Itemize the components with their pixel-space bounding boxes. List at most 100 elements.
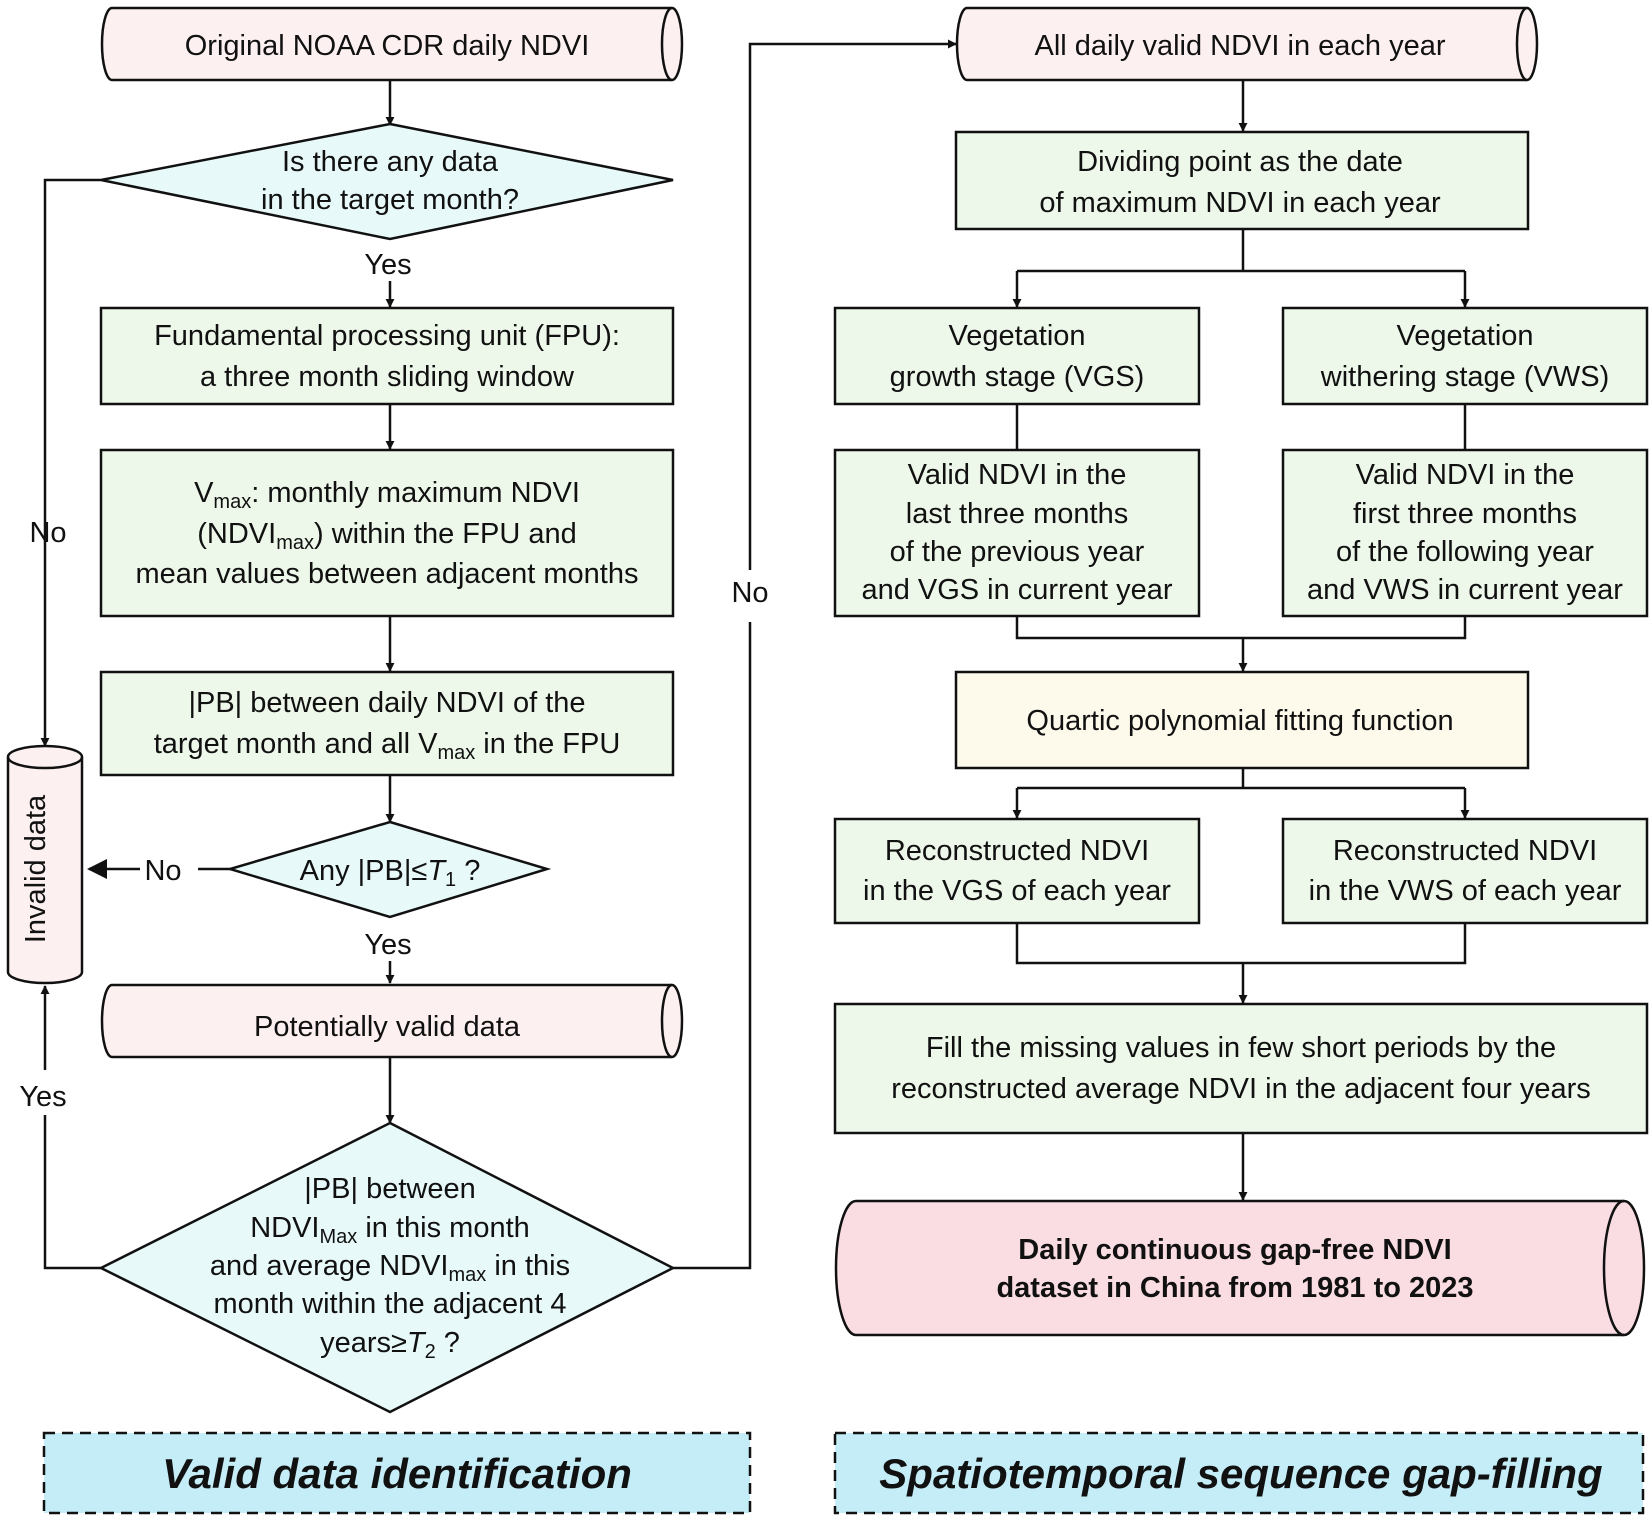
- yes-label-q3: Yes: [19, 1081, 66, 1113]
- left-section-title: Valid data identification: [162, 1450, 632, 1497]
- fill-missing-line2: reconstructed average NDVI in the adjace…: [891, 1073, 1591, 1105]
- vgs-valid-line2: last three months: [906, 498, 1128, 530]
- vmax-box: Vmax: monthly maximum NDVI (NDVImax) wit…: [99, 448, 675, 618]
- vgs-valid-line3: of the previous year: [890, 536, 1145, 568]
- fpu-box-shape: [99, 306, 675, 406]
- vmax-line2: (NDVImax) within the FPU and: [197, 518, 576, 554]
- decision-data-in-target-month: Is there any data in the target month?: [100, 122, 674, 241]
- final-dataset-line2: dataset in China from 1981 to 2023: [996, 1272, 1473, 1304]
- dividing-point-line1: Dividing point as the date: [1077, 146, 1403, 178]
- decision-pb-average-line4: month within the adjacent 4: [213, 1288, 566, 1320]
- pb-box-shape: [99, 670, 675, 777]
- decision-any-pb: Any |PB|≤T1 ?: [225, 820, 552, 919]
- invalid-data-cylinder-rim: [6, 756, 84, 770]
- line-q3-yes-a: [43, 1115, 101, 1270]
- decision-pb-average-line1: |PB| between: [304, 1173, 475, 1205]
- vws-line2: withering stage (VWS): [1320, 361, 1610, 393]
- reconstructed-vws-box: Reconstructed NDVI in the VWS of each ye…: [1281, 817, 1649, 925]
- fill-missing-box-shape: [833, 1002, 1649, 1135]
- reconstructed-vws-box-shape: [1281, 817, 1649, 925]
- reconstructed-vgs-line2: in the VGS of each year: [863, 875, 1171, 907]
- arrow-q3-no-to-all-daily: [748, 39, 957, 570]
- pb-line2: target month and all Vmax in the FPU: [154, 728, 621, 764]
- left-section-banner-shape: [42, 1431, 752, 1515]
- vmax-line1: Vmax: monthly maximum NDVI: [194, 477, 580, 513]
- pb-box: |PB| between daily NDVI of the target mo…: [99, 670, 675, 777]
- reconstructed-vws-line2: in the VWS of each year: [1309, 875, 1622, 907]
- reconstructed-vws-line1: Reconstructed NDVI: [1333, 835, 1597, 867]
- all-daily-cylinder: All daily valid NDVI in each year: [955, 6, 1539, 82]
- invalid-data-cylinder: Invalid data: [6, 744, 84, 985]
- decision-pb-average-line5: years≥T2 ?: [320, 1327, 460, 1363]
- vgs-valid-box-shape: [833, 448, 1201, 618]
- yes-label-q1: Yes: [364, 249, 411, 281]
- fill-missing-line1: Fill the missing values in few short per…: [926, 1032, 1556, 1064]
- vws-box-shape: [1281, 306, 1649, 406]
- vmax-box-shape: [99, 448, 675, 618]
- fpu-line1: Fundamental processing unit (FPU):: [154, 320, 620, 352]
- reconstructed-vgs-box: Reconstructed NDVI in the VGS of each ye…: [833, 817, 1201, 925]
- all-daily-label: All daily valid NDVI in each year: [1034, 30, 1445, 62]
- line-merge-valid: [1015, 616, 1467, 640]
- quartic-box-shape: [954, 670, 1530, 770]
- vws-valid-line4: and VWS in current year: [1307, 574, 1623, 606]
- vws-box: Vegetation withering stage (VWS): [1281, 306, 1649, 406]
- decision-data-in-target-month-line2: in the target month?: [261, 184, 519, 216]
- line-q3-no-a: [673, 622, 752, 1270]
- fill-missing-box: Fill the missing values in few short per…: [833, 1002, 1649, 1135]
- vws-valid-box: Valid NDVI in the first three months of …: [1281, 448, 1649, 618]
- vws-valid-line3: of the following year: [1336, 536, 1594, 568]
- decision-pb-average-line3: and average NDVImax in this: [210, 1250, 570, 1286]
- vmax-line3: mean values between adjacent months: [136, 558, 639, 590]
- invalid-data-label: Invalid data: [20, 794, 52, 943]
- dividing-point-line2: of maximum NDVI in each year: [1039, 187, 1441, 219]
- final-dataset-cylinder-rim: [1602, 1199, 1625, 1337]
- vgs-valid-line1: Valid NDVI in the: [908, 459, 1127, 491]
- quartic-box: Quartic polynomial fitting function: [954, 670, 1530, 770]
- invalid-data-cylinder-shape: [6, 744, 84, 985]
- vgs-line2: growth stage (VGS): [890, 361, 1145, 393]
- decision-any-pb-label: Any |PB|≤T1 ?: [300, 855, 481, 891]
- original-data-cylinder-rim: [660, 6, 673, 82]
- vws-valid-line1: Valid NDVI in the: [1356, 459, 1575, 491]
- potentially-valid-cylinder-rim: [660, 983, 673, 1059]
- no-label-q1: No: [29, 517, 66, 549]
- reconstructed-vgs-box-shape: [833, 817, 1201, 925]
- vgs-valid-line4: and VGS in current year: [861, 574, 1172, 606]
- arrow-q1-no-to-invalid: [40, 178, 101, 747]
- vws-line1: Vegetation: [1396, 320, 1533, 352]
- right-section-banner-shape: [833, 1431, 1645, 1515]
- right-section-banner: Spatiotemporal sequence gap-filling: [833, 1431, 1645, 1515]
- decision-pb-average: |PB| between NDVIMax in this month and a…: [98, 1121, 676, 1414]
- original-data-cylinder: Original NOAA CDR daily NDVI: [100, 6, 684, 82]
- decision-data-in-target-month-shape: [100, 122, 674, 241]
- decision-any-pb-shape: [225, 820, 552, 919]
- line-merge-reconstructed: [1015, 923, 1467, 965]
- yes-label-q2: Yes: [364, 929, 411, 961]
- dividing-point-box: Dividing point as the date of maximum ND…: [954, 130, 1530, 231]
- right-section-title: Spatiotemporal sequence gap-filling: [879, 1450, 1602, 1497]
- decision-pb-average-line2: NDVIMax in this month: [250, 1212, 530, 1248]
- pb-line1: |PB| between daily NDVI of the: [188, 687, 585, 719]
- original-data-label: Original NOAA CDR daily NDVI: [185, 30, 590, 62]
- potentially-valid-cylinder: Potentially valid data: [100, 983, 684, 1059]
- decision-pb-average-shape: [98, 1121, 676, 1414]
- final-dataset-cylinder-shape: [834, 1199, 1646, 1337]
- potentially-valid-label: Potentially valid data: [254, 1011, 521, 1043]
- fpu-box: Fundamental processing unit (FPU): a thr…: [99, 306, 675, 406]
- quartic-label: Quartic polynomial fitting function: [1026, 705, 1453, 737]
- fpu-line2: a three month sliding window: [200, 361, 575, 393]
- vgs-line1: Vegetation: [948, 320, 1085, 352]
- no-label-q3: No: [731, 577, 768, 609]
- no-label-q2: No: [144, 855, 181, 887]
- vgs-box: Vegetation growth stage (VGS): [833, 306, 1201, 406]
- vws-valid-line2: first three months: [1353, 498, 1577, 530]
- left-section-banner: Valid data identification: [42, 1431, 752, 1515]
- final-dataset-cylinder: Daily continuous gap-free NDVI dataset i…: [834, 1199, 1646, 1337]
- decision-data-in-target-month-line1: Is there any data: [282, 146, 499, 178]
- vgs-box-shape: [833, 306, 1201, 406]
- reconstructed-vgs-line1: Reconstructed NDVI: [885, 835, 1149, 867]
- final-dataset-line1: Daily continuous gap-free NDVI: [1018, 1234, 1451, 1266]
